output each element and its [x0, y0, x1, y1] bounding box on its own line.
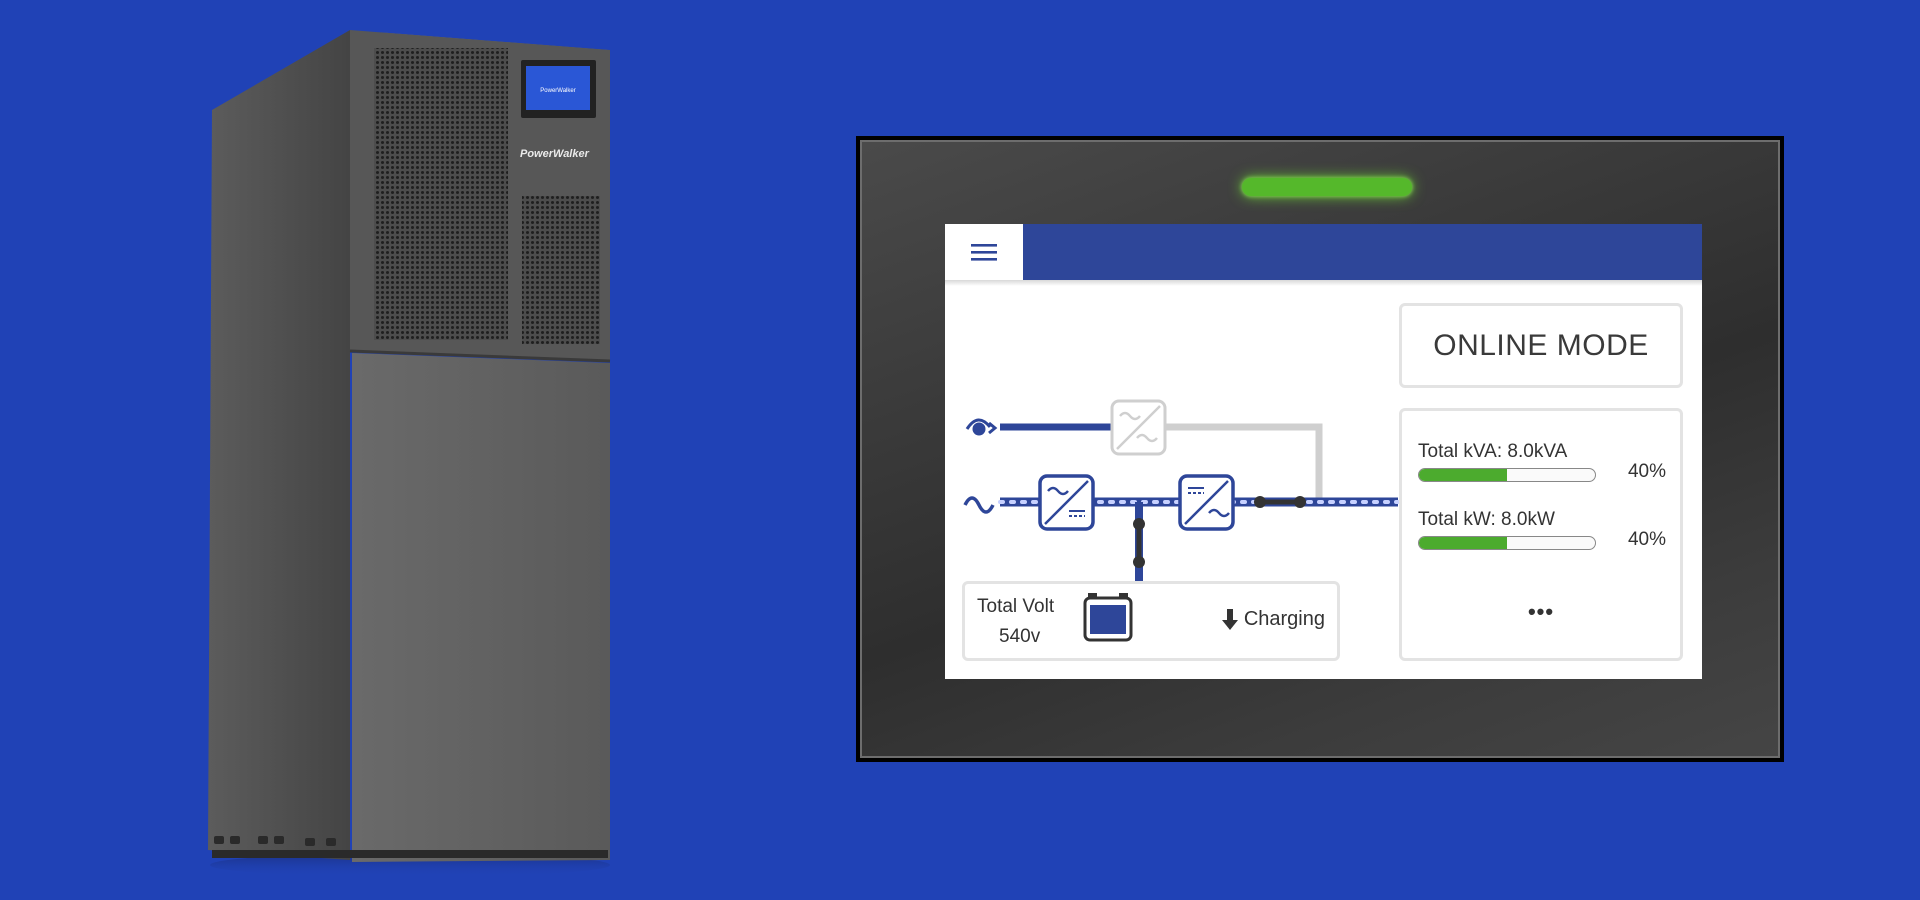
more-button[interactable]: ••• — [1527, 599, 1555, 624]
bypass-input-icon — [965, 418, 998, 436]
battery-icon — [1083, 593, 1133, 642]
load-metrics-panel: Total kVA: 8.0kVA 40% Total kW: 8.0kW 40… — [1399, 408, 1683, 661]
bypass-line — [1165, 423, 1323, 504]
hamburger-menu-icon — [971, 244, 997, 261]
kw-progress-fill — [1419, 537, 1507, 549]
total-volt-value: 540v — [999, 626, 1041, 647]
arrow-down-icon — [1221, 608, 1238, 630]
ups-screen: ONLINE MODE Total kVA: 8.0kVA 40% Total … — [945, 224, 1702, 679]
static-switch-icon — [1110, 399, 1167, 456]
kw-progress-bar — [1418, 536, 1596, 550]
display-bezel: ONLINE MODE Total kVA: 8.0kVA 40% Total … — [860, 140, 1780, 758]
kva-progress-bar — [1418, 468, 1596, 482]
inverter-icon — [1178, 474, 1235, 531]
header-shadow — [945, 280, 1702, 286]
brand-logo: PowerWalker — [520, 148, 590, 160]
ac-input-icon — [963, 496, 995, 514]
status-led — [1242, 178, 1412, 196]
menu-button[interactable] — [945, 224, 1023, 280]
rectifier-icon — [1038, 474, 1095, 531]
kva-progress-fill — [1419, 469, 1507, 481]
kw-percent: 40% — [1627, 529, 1666, 550]
mode-status-text: ONLINE MODE — [1433, 328, 1649, 362]
header-bar — [945, 224, 1702, 280]
touch-display-device: ONLINE MODE Total kVA: 8.0kVA 40% Total … — [856, 136, 1784, 762]
battery-panel: Total Volt 540v Charging — [962, 581, 1340, 661]
svg-text:PowerWalker: PowerWalker — [540, 88, 575, 94]
ups-cabinet-image: PowerWalker PowerWalker — [208, 30, 611, 877]
total-volt-label: Total Volt — [977, 596, 1055, 617]
charging-text: Charging — [1243, 608, 1325, 630]
kva-percent: 40% — [1627, 461, 1666, 482]
battery-switch — [1133, 518, 1145, 568]
kw-label: Total kW: 8.0kW — [1418, 509, 1555, 530]
mode-panel: ONLINE MODE — [1399, 303, 1683, 388]
output-switch — [1254, 496, 1306, 508]
charging-status: Charging — [1221, 608, 1325, 631]
kva-label: Total kVA: 8.0kVA — [1418, 441, 1568, 462]
power-flow-diagram — [963, 399, 1400, 581]
